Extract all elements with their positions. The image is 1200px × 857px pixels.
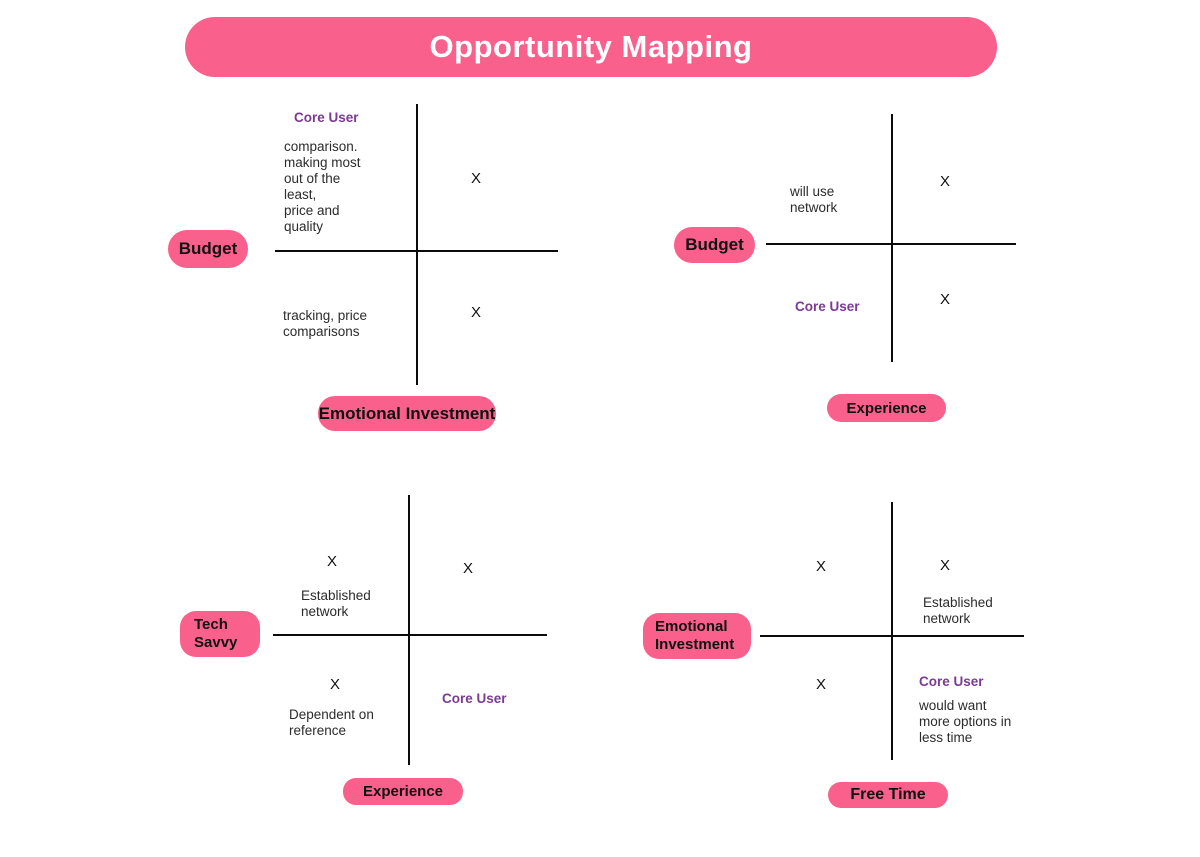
y-axis-label-pill: Tech Savvy <box>180 611 260 657</box>
vertical-axis-line <box>416 104 418 385</box>
note-text: would want more options in less time <box>919 698 1012 745</box>
note-text: will use network <box>790 184 838 215</box>
x-marker: X <box>816 676 827 693</box>
core-user-label: Core User <box>442 691 507 706</box>
x-marker: X <box>463 560 474 577</box>
core-user-label: Core User <box>919 674 984 689</box>
note-text: tracking, price comparisons <box>283 308 368 339</box>
core-user-label: Core User <box>294 110 359 125</box>
horizontal-axis-line <box>273 634 547 636</box>
horizontal-axis-line <box>766 243 1016 245</box>
y-axis-label-pill: Budget <box>168 230 248 268</box>
horizontal-axis-line <box>760 635 1024 637</box>
x-axis-label-pill: Experience <box>827 394 946 422</box>
core-user-label: Core User <box>795 299 860 314</box>
y-axis-label-pill: Budget <box>674 227 755 263</box>
x-marker: X <box>940 557 951 574</box>
x-marker: X <box>471 304 482 321</box>
note-text: Established network <box>923 595 993 626</box>
y-axis-label-pill: Emotional Investment <box>643 613 751 659</box>
x-marker: X <box>940 173 951 190</box>
page-title: Opportunity Mapping <box>185 17 997 77</box>
x-axis-label-pill: Emotional Investment <box>318 396 496 431</box>
note-text: Established network <box>301 588 371 619</box>
horizontal-axis-line <box>275 250 558 252</box>
note-text: Dependent on reference <box>289 707 374 738</box>
note-text: comparison. making most out of the least… <box>284 139 361 234</box>
x-marker: X <box>816 558 827 575</box>
x-axis-label-pill: Free Time <box>828 782 948 808</box>
x-marker: X <box>471 170 482 187</box>
x-marker: X <box>940 291 951 308</box>
vertical-axis-line <box>891 502 893 760</box>
x-axis-label-pill: Experience <box>343 778 463 805</box>
x-marker: X <box>327 553 338 570</box>
vertical-axis-line <box>408 495 410 765</box>
x-marker: X <box>330 676 341 693</box>
vertical-axis-line <box>891 114 893 362</box>
